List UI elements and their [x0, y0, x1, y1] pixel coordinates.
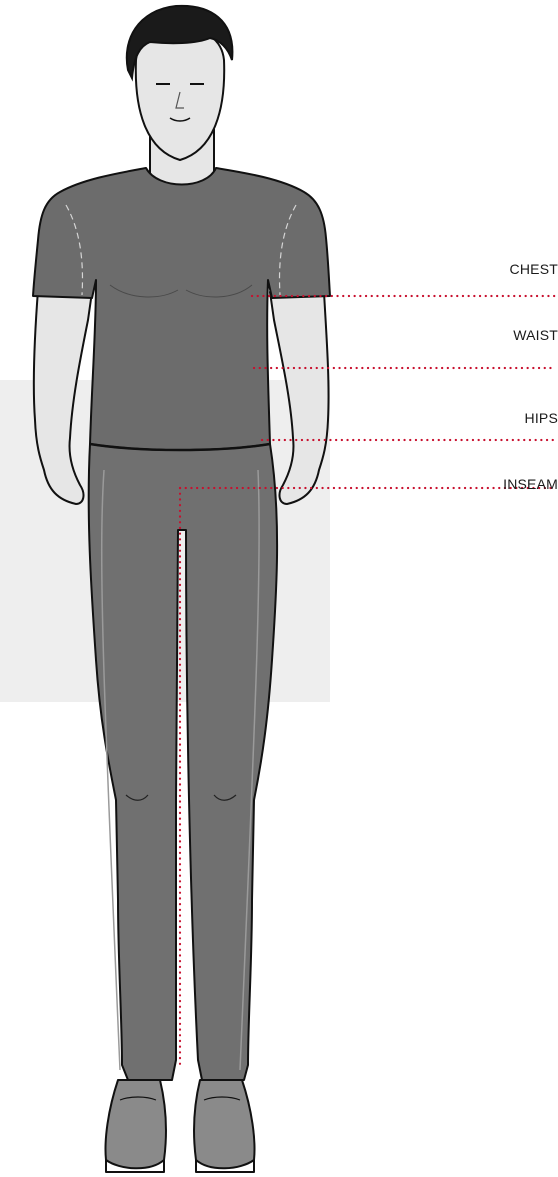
left-shoe	[106, 1080, 167, 1172]
head	[127, 6, 233, 160]
waist-label: WAIST	[513, 327, 558, 343]
inseam-label: INSEAM	[503, 476, 558, 492]
chest-label: CHEST	[510, 261, 558, 277]
right-shoe	[194, 1080, 255, 1172]
hips-label: HIPS	[525, 410, 558, 426]
